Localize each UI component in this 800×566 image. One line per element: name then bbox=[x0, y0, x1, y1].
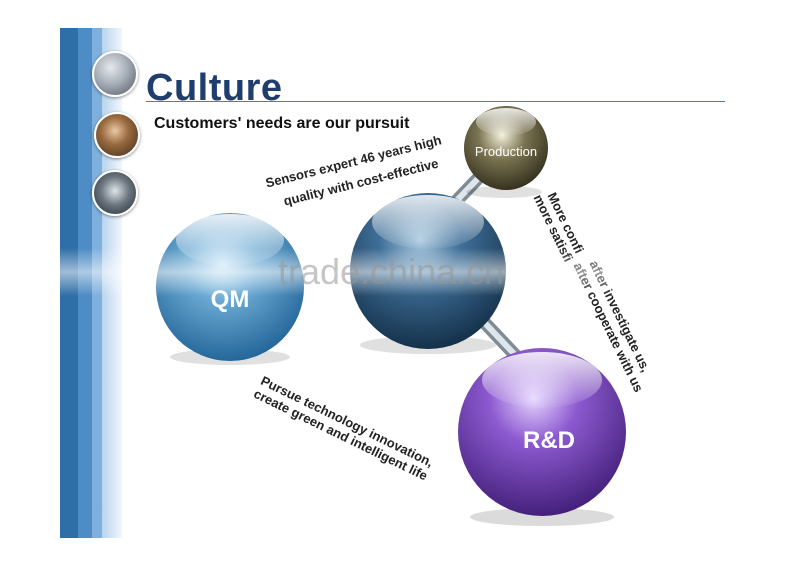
business-team-photo bbox=[92, 170, 138, 216]
connector-highlight bbox=[479, 317, 521, 361]
page-subtitle: Customers' needs are our pursuit bbox=[154, 115, 410, 132]
production-label: Production bbox=[475, 144, 537, 159]
production-gloss bbox=[476, 108, 536, 136]
rd-node-shadow bbox=[470, 508, 614, 526]
rd-label: R&D bbox=[523, 427, 575, 454]
page-title: Culture bbox=[146, 67, 283, 109]
production-node-shadow bbox=[466, 186, 542, 198]
title-underline bbox=[146, 101, 725, 102]
business-person-photo bbox=[94, 112, 140, 158]
watermark-text: trade.china.cn bbox=[278, 251, 505, 292]
watermark-band bbox=[0, 248, 800, 296]
automotive-parts-photo bbox=[92, 51, 138, 97]
rd-node: R&D bbox=[458, 348, 626, 516]
production-node: Production bbox=[464, 106, 548, 190]
center-gloss bbox=[372, 195, 484, 249]
rd-gloss bbox=[482, 352, 602, 408]
